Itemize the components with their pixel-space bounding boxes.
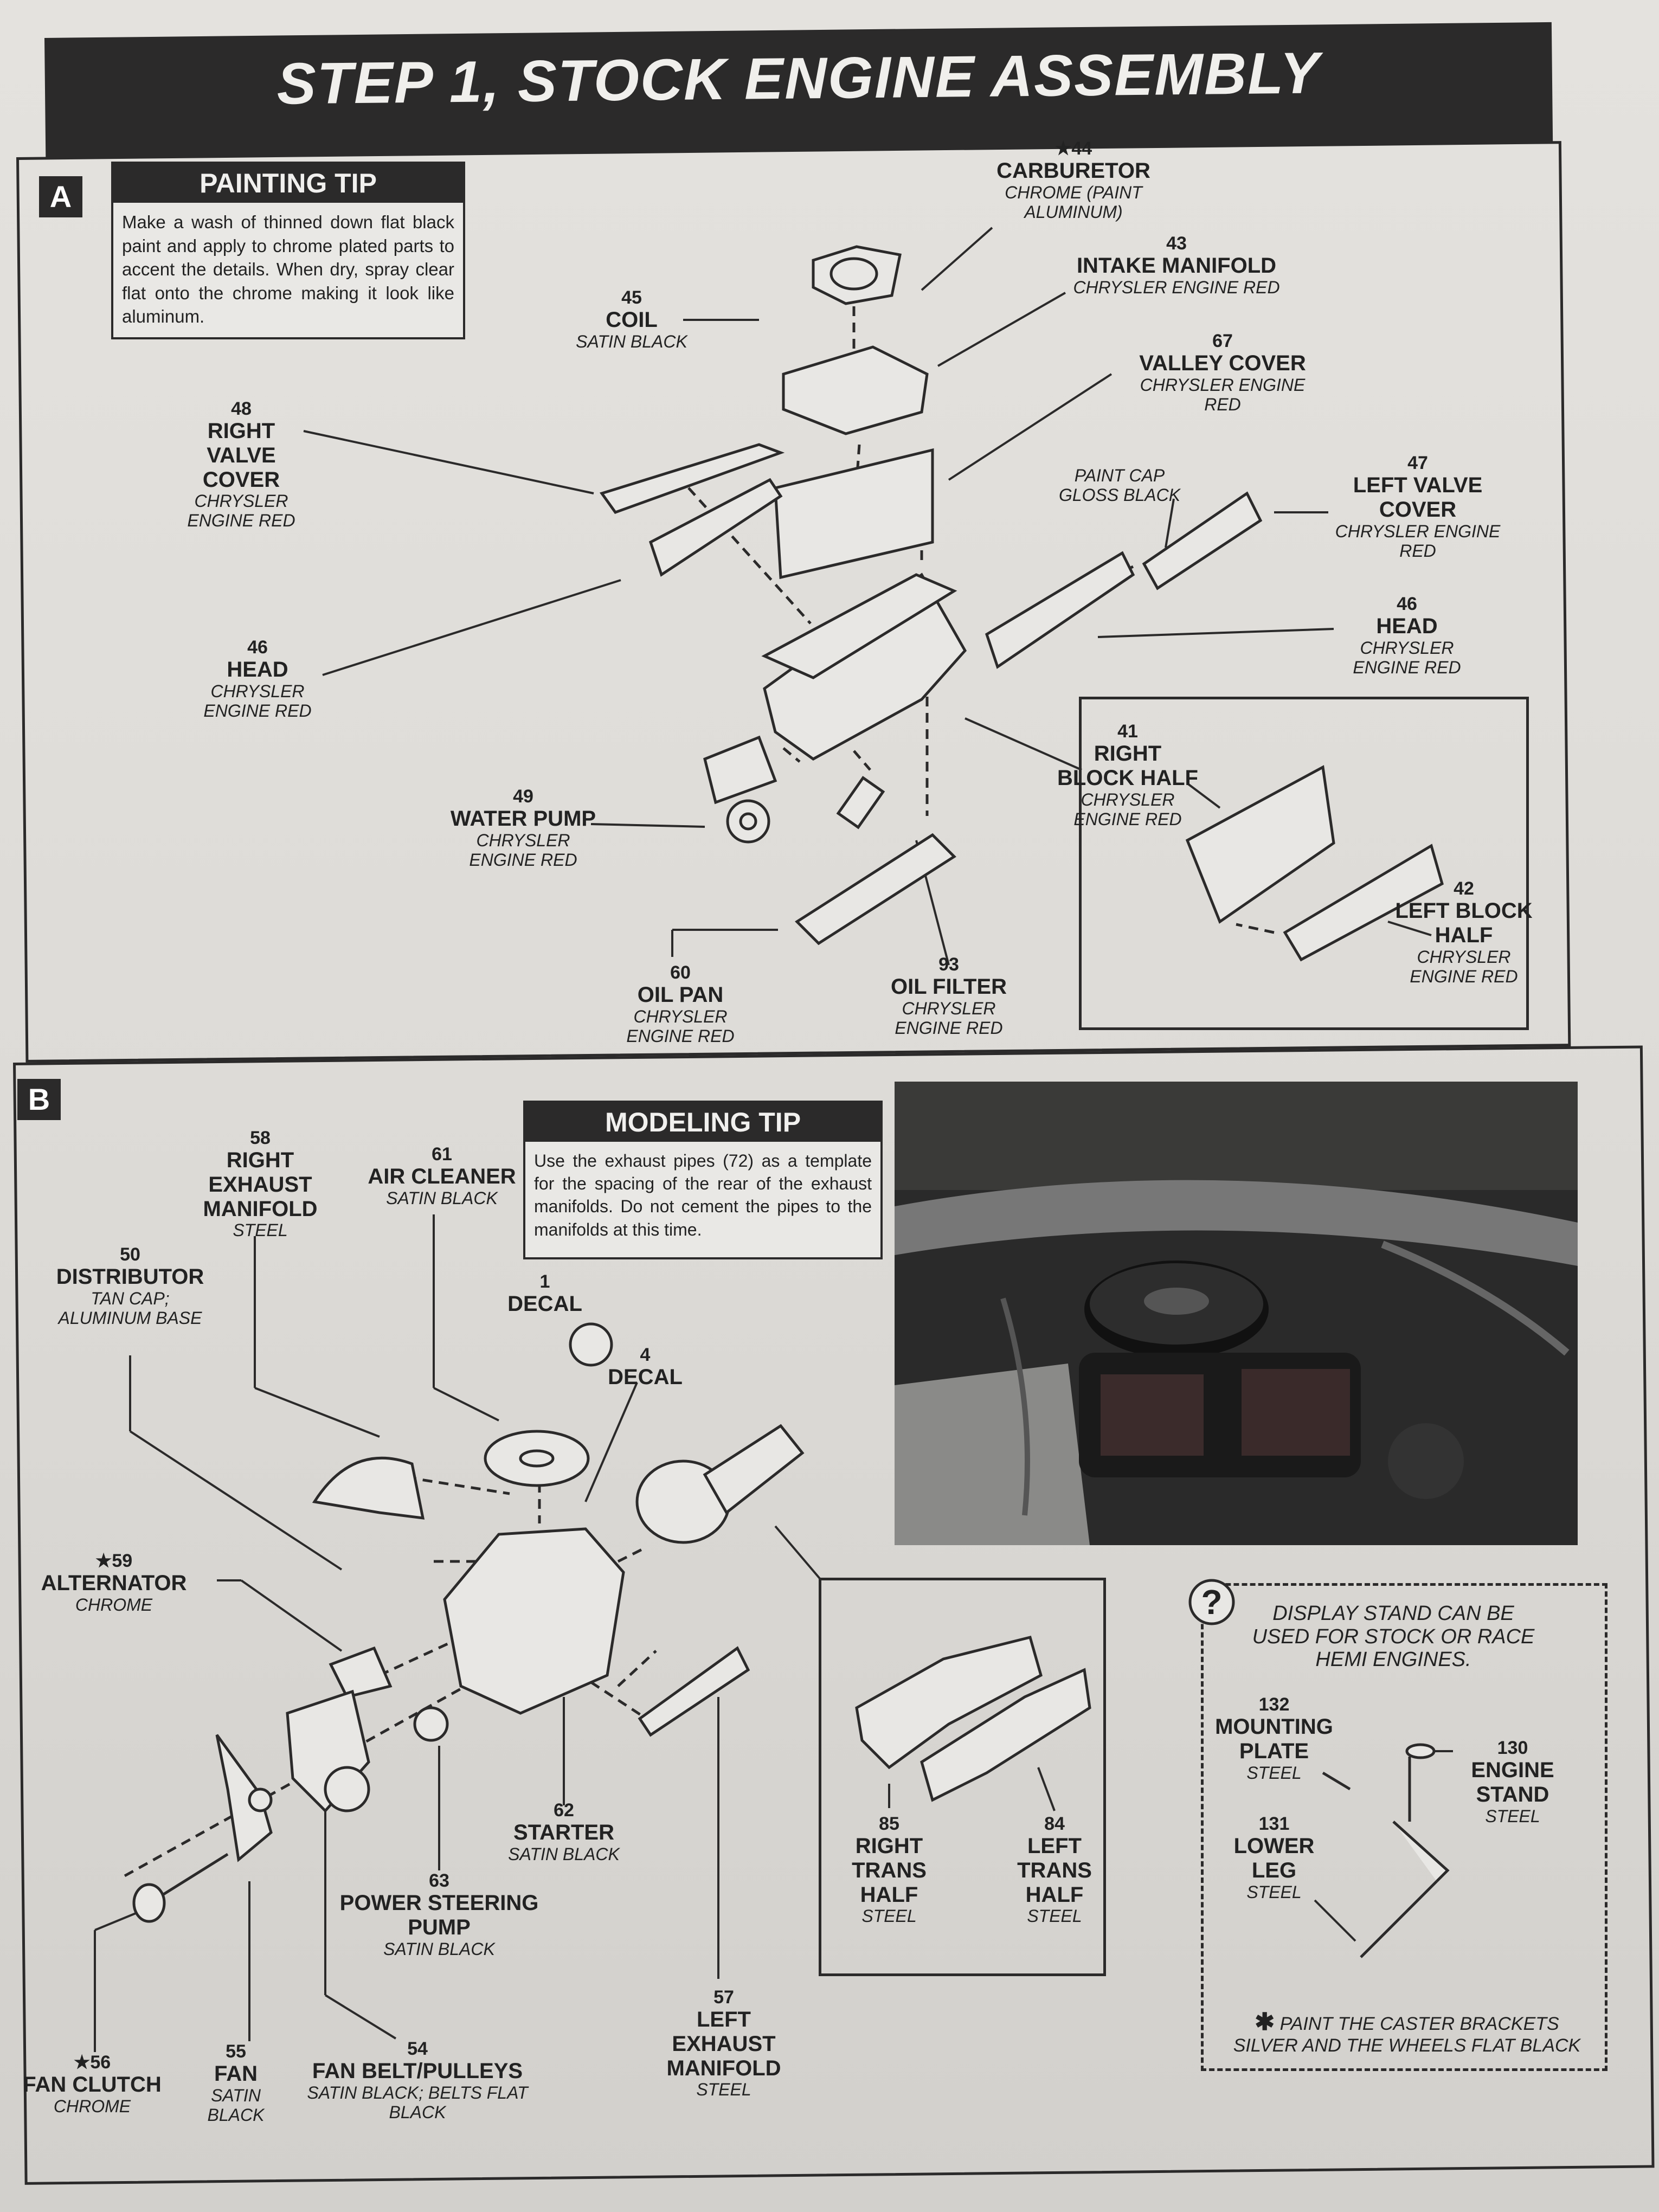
section-a-badge: A bbox=[39, 176, 82, 217]
section-b-badge: B bbox=[17, 1079, 61, 1120]
block-halves-inset bbox=[1079, 697, 1529, 1030]
paint-cap-label: PAINT CAP GLOSS BLACK bbox=[1058, 466, 1181, 505]
help-circle-icon bbox=[1188, 1579, 1235, 1625]
modeling-tip-text: Use the exhaust pipes (72) as a template… bbox=[534, 1151, 872, 1239]
question-mark: ? bbox=[1201, 1583, 1223, 1622]
painting-tip-text: Make a wash of thinned down flat black p… bbox=[122, 212, 454, 327]
painting-tip-heading: PAINTING TIP bbox=[113, 164, 463, 203]
stand-footnote: ✱ PAINT THE CASTER BRACKETS SILVER AND T… bbox=[1225, 2009, 1589, 2056]
stand-note: DISPLAY STAND CAN BE USED FOR STOCK OR R… bbox=[1252, 1602, 1535, 1671]
stand-footnote-text: PAINT THE CASTER BRACKETS SILVER AND THE… bbox=[1233, 2014, 1581, 2056]
asterisk-icon: ✱ bbox=[1255, 2009, 1275, 2035]
display-stand-box bbox=[1201, 1583, 1607, 2071]
modeling-tip: MODELING TIP Use the exhaust pipes (72) … bbox=[523, 1101, 883, 1259]
modeling-tip-heading: MODELING TIP bbox=[525, 1103, 880, 1142]
painting-tip: PAINTING TIP Make a wash of thinned down… bbox=[111, 162, 465, 339]
engine-bay-photo-art bbox=[895, 1082, 1578, 1545]
engine-bay-photo bbox=[895, 1082, 1578, 1545]
transmission-inset bbox=[819, 1578, 1106, 1976]
